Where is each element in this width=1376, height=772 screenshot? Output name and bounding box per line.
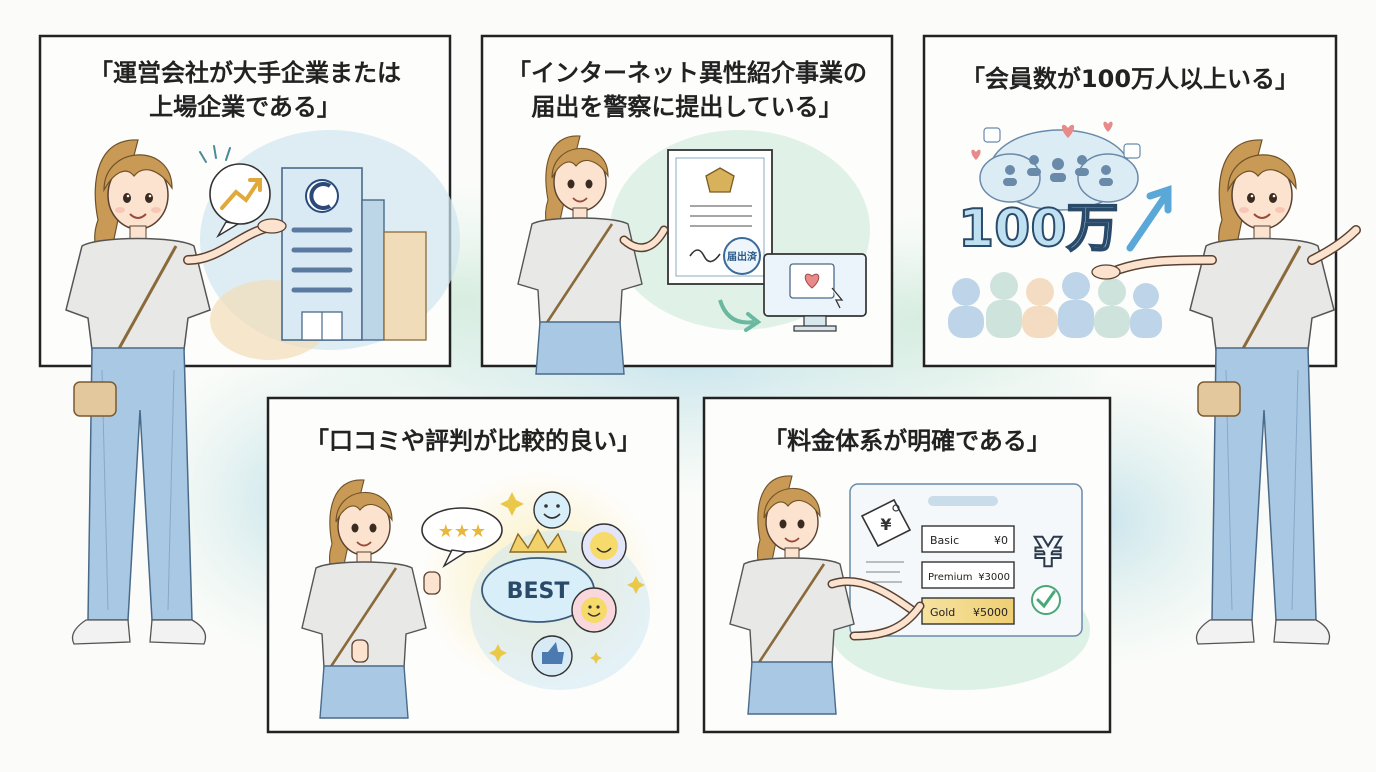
price-tag-yen-text: ¥ bbox=[880, 515, 891, 534]
plan-premium-name: Premium bbox=[928, 572, 973, 583]
plan-row-premium bbox=[921, 561, 1015, 589]
panel-3-title-line-1: 「会員数が100万人以上いる」 bbox=[960, 65, 1300, 93]
member-icons bbox=[1003, 155, 1113, 186]
member-count-big-number: 100万 bbox=[958, 199, 1119, 259]
plan-premium-price: ¥3000 bbox=[978, 572, 1010, 583]
svg-text:★★★: ★★★ bbox=[438, 521, 486, 542]
character-panel-4 bbox=[300, 478, 441, 720]
crown-icon bbox=[508, 528, 568, 553]
smile-emoji-icon bbox=[533, 491, 571, 529]
panel-4-title-line-1: 「口コミや評判が比較的良い」 bbox=[305, 427, 641, 455]
panel-2-illustration: 届出済 bbox=[610, 130, 870, 332]
panel-1-illustration bbox=[199, 130, 460, 360]
panel-1-title: 「運営会社が大手企業または 上場企業である」 bbox=[48, 56, 442, 124]
character-right-full bbox=[1091, 138, 1361, 646]
yen-symbol-large: ¥ bbox=[1034, 530, 1062, 576]
crowd-silhouettes bbox=[948, 272, 1162, 338]
character-left-full bbox=[64, 138, 287, 646]
pricing-card bbox=[849, 483, 1083, 637]
panel-2-title-line-2: 届出を警察に提出している」 bbox=[531, 93, 843, 121]
panel-4-illustration: ★★★ bbox=[420, 470, 660, 690]
best-badge-text: BEST bbox=[507, 579, 570, 604]
panel-4-title: 「口コミや評判が比較的良い」 bbox=[276, 424, 670, 458]
sparkle-icons bbox=[489, 492, 645, 664]
panel-2-title-line-1: 「インターネット異性紹介事業の bbox=[507, 59, 867, 87]
registered-stamp-text: 届出済 bbox=[727, 250, 758, 263]
character-panel-2 bbox=[516, 134, 669, 376]
plan-basic-price: ¥0 bbox=[994, 534, 1008, 547]
plan-row-basic bbox=[921, 525, 1015, 553]
happy-emoji-icon bbox=[581, 523, 627, 569]
plan-gold-price: ¥5000 bbox=[973, 606, 1008, 619]
panel-3-illustration bbox=[948, 121, 1172, 338]
office-building-icon bbox=[281, 167, 427, 341]
plan-row-gold bbox=[921, 597, 1015, 625]
panel-3-title: 「会員数が100万人以上いる」 bbox=[932, 62, 1328, 96]
smiley-pink-bubble-icon bbox=[571, 587, 617, 633]
panel-1-title-line-2: 上場企業である」 bbox=[149, 93, 341, 121]
panel-5-illustration bbox=[830, 483, 1090, 690]
panel-5-title-line-1: 「料金体系が明確である」 bbox=[763, 427, 1051, 455]
computer-monitor-heart-icon bbox=[763, 253, 867, 332]
panel-5-title: 「料金体系が明確である」 bbox=[712, 424, 1102, 458]
plan-basic-name: Basic bbox=[930, 534, 959, 547]
price-tag-icon bbox=[860, 498, 912, 548]
star-rating-bubble-icon: ★★★ bbox=[421, 507, 503, 568]
thumbs-up-bubble-icon bbox=[531, 635, 573, 677]
checkmark-circle-icon bbox=[1031, 585, 1061, 615]
plan-gold-name: Gold bbox=[930, 606, 955, 619]
character-panel-5 bbox=[728, 474, 925, 716]
registration-document-icon bbox=[667, 149, 773, 285]
growth-arrow-bubble-icon bbox=[199, 145, 271, 238]
panel-1-title-line-1: 「運営会社が大手企業または bbox=[89, 59, 401, 87]
panel-2-title: 「インターネット異性紹介事業の 届出を警察に提出している」 bbox=[490, 56, 884, 124]
